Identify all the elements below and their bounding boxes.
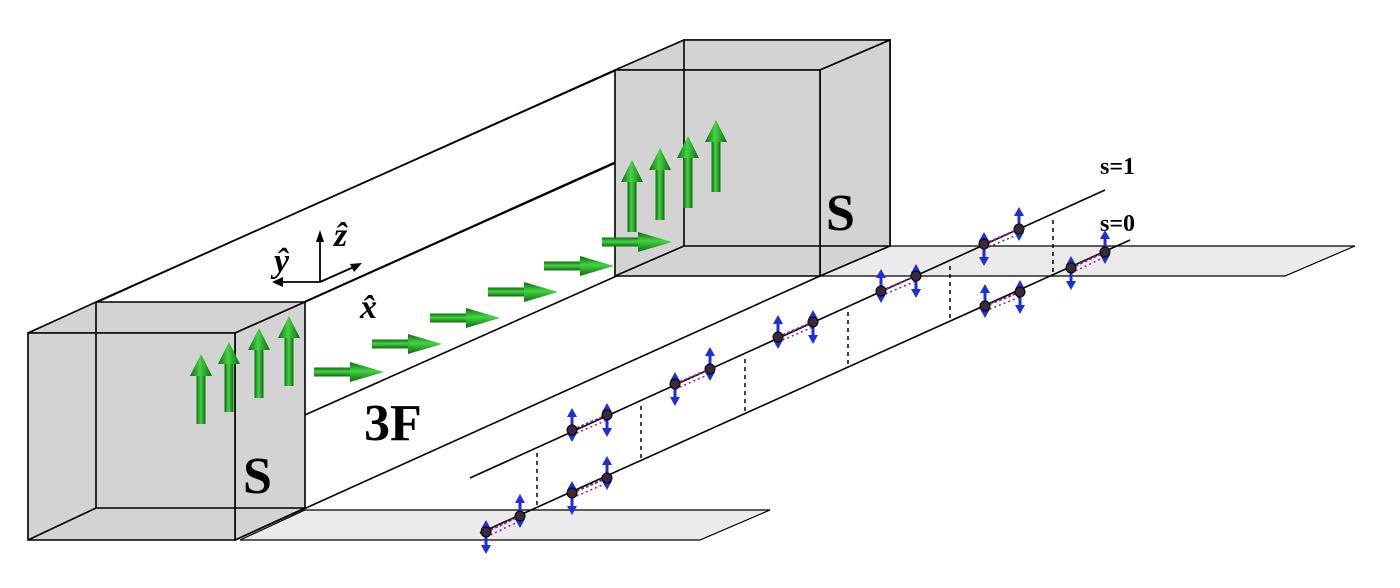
spin-pair <box>669 347 716 406</box>
axis-triad <box>272 230 362 287</box>
label-chain-top: s=1 <box>1100 154 1135 180</box>
spin-arrow-icon <box>1013 207 1025 241</box>
spin-arrow-icon <box>875 269 887 303</box>
ground-plane-left <box>239 509 771 541</box>
superconductor-left <box>27 300 306 542</box>
spin-pair <box>480 494 526 554</box>
spin-arrow-icon <box>566 408 578 442</box>
spin-arrow-icon <box>807 310 819 344</box>
label-axis-y: ŷ <box>270 243 290 280</box>
spin-pair <box>772 310 819 349</box>
spin-arrow-icon <box>601 456 613 490</box>
spin-sites <box>480 207 1111 554</box>
spin-pair <box>566 403 613 442</box>
spin-pair <box>979 280 1026 318</box>
magnetization-up-arrow-icon <box>649 148 671 220</box>
magnetization-up-arrow-icon <box>248 328 270 398</box>
spin-arrow-icon <box>979 284 991 318</box>
spin-arrow-icon <box>1014 280 1026 314</box>
spin-arrow-icon <box>601 403 613 437</box>
magnetization-up-arrow-icon <box>218 342 240 412</box>
spin-pair <box>875 264 922 303</box>
spin-arrow-icon <box>514 494 526 528</box>
spin-pair <box>978 207 1025 266</box>
magnetization-x-arrow-icon <box>430 308 500 328</box>
magnetization-up-arrow-icon <box>278 316 300 386</box>
x-axis-arrowhead-icon <box>350 263 362 272</box>
label-ferromagnet: 3F <box>364 395 422 452</box>
magnetization-up-arrow-icon <box>705 120 727 192</box>
label-left-superconductor: S <box>243 448 272 505</box>
x-axis-line <box>319 265 357 283</box>
y-axis-arrowhead-icon <box>272 277 283 287</box>
magnetization-up-arrow-icon <box>621 160 643 232</box>
inter-chain-dashes <box>536 220 1054 505</box>
spin-arrow-icon <box>566 481 578 515</box>
magnetization-arrows <box>190 120 727 424</box>
magnetization-x-arrow-icon <box>544 256 614 276</box>
spin-pair <box>566 456 613 515</box>
spin-arrow-icon <box>910 264 922 298</box>
spin-arrow-icon <box>480 520 492 554</box>
label-chain-bottom: s=0 <box>1100 211 1135 237</box>
z-axis-arrowhead-icon <box>316 230 324 242</box>
label-axis-z: ẑ <box>333 217 348 254</box>
spin-arrow-icon <box>669 372 681 406</box>
spin-arrow-icon <box>1099 230 1111 264</box>
label-right-superconductor: S <box>826 185 855 242</box>
magnetization-up-arrow-icon <box>190 354 212 424</box>
spin-arrow-icon <box>704 347 716 381</box>
magnetization-x-arrow-icon <box>488 282 558 302</box>
magnetization-up-arrow-icon <box>677 136 699 208</box>
spin-arrow-icon <box>978 232 990 266</box>
label-axis-x: x̂ <box>359 289 377 326</box>
magnetization-x-arrow-icon <box>602 232 672 252</box>
spin-arrow-icon <box>1065 256 1077 290</box>
magnetization-x-arrow-icon <box>314 362 384 382</box>
spin-arrow-icon <box>772 315 784 349</box>
magnetization-x-arrow-icon <box>372 334 442 354</box>
spin-pair <box>1065 230 1111 290</box>
